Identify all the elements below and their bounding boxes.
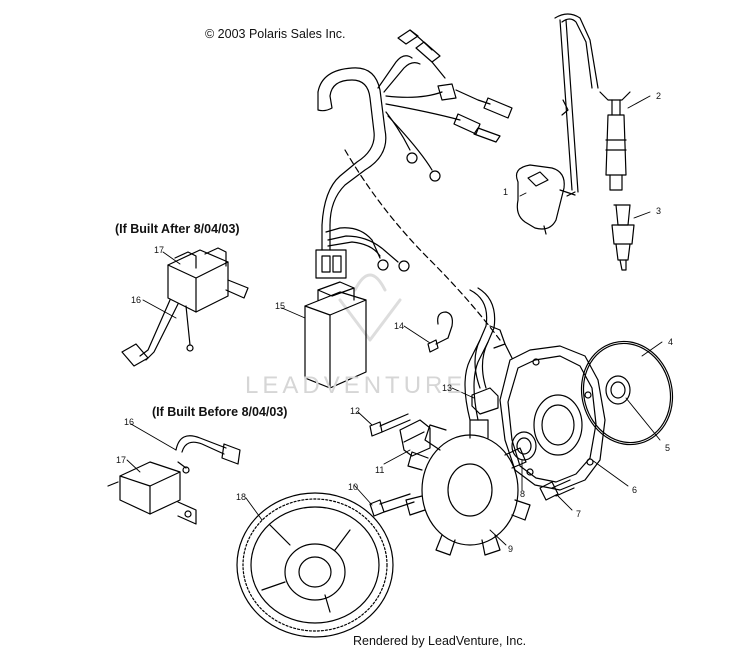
- flywheel: [236, 492, 394, 638]
- ignition-coil: [515, 13, 599, 235]
- callout-4[interactable]: 4: [668, 337, 674, 347]
- stator: [405, 339, 531, 556]
- callout-13[interactable]: 13: [442, 383, 453, 393]
- callout-2[interactable]: 2: [656, 91, 662, 101]
- callout-5[interactable]: 5: [665, 443, 671, 453]
- bolt-7: [539, 479, 575, 501]
- watermark-logo: [338, 273, 402, 342]
- pickup-coil: [469, 287, 513, 415]
- callout-18[interactable]: 18: [236, 492, 247, 502]
- bolt-14: [427, 311, 453, 353]
- watermark-text: LEADVENTURE: [245, 372, 467, 399]
- bolt-10: [369, 493, 415, 517]
- callout-9[interactable]: 9: [508, 544, 514, 554]
- callout-6[interactable]: 6: [632, 485, 638, 495]
- bolt-12: [369, 413, 411, 437]
- callout-11[interactable]: 11: [375, 465, 385, 475]
- seal: [605, 375, 631, 405]
- bearing: [511, 431, 537, 461]
- copyright-text: © 2003 Polaris Sales Inc.: [205, 27, 346, 41]
- stator-housing: [499, 345, 606, 491]
- callout-8[interactable]: 8: [520, 489, 526, 499]
- spark-plug: [611, 204, 635, 271]
- built-before-note: (If Built Before 8/04/03): [152, 405, 288, 419]
- clamp-11: [399, 419, 431, 457]
- callout-3[interactable]: 3: [656, 206, 662, 216]
- built-after-note: (If Built After 8/04/03): [115, 222, 240, 236]
- callout-15[interactable]: 15: [275, 301, 286, 311]
- o-ring: [580, 340, 674, 446]
- rectifier-before: [107, 435, 241, 525]
- rectifier-after: [121, 247, 249, 367]
- footer-credit: Rendered by LeadVenture, Inc.: [353, 634, 527, 648]
- callout-16-before[interactable]: 16: [124, 417, 135, 427]
- callout-1[interactable]: 1: [503, 187, 509, 197]
- callout-17-before[interactable]: 17: [116, 455, 127, 465]
- callout-17-after[interactable]: 17: [154, 245, 165, 255]
- callout-7[interactable]: 7: [576, 509, 582, 519]
- callout-16-after[interactable]: 16: [131, 295, 142, 305]
- leader-lines: [126, 95, 663, 546]
- callout-10[interactable]: 10: [348, 482, 359, 492]
- cdi-box: [304, 281, 367, 389]
- callout-14[interactable]: 14: [394, 321, 405, 331]
- callout-12[interactable]: 12: [350, 406, 361, 416]
- spark-plug-cap: [599, 91, 631, 191]
- wire-harness: [315, 29, 513, 341]
